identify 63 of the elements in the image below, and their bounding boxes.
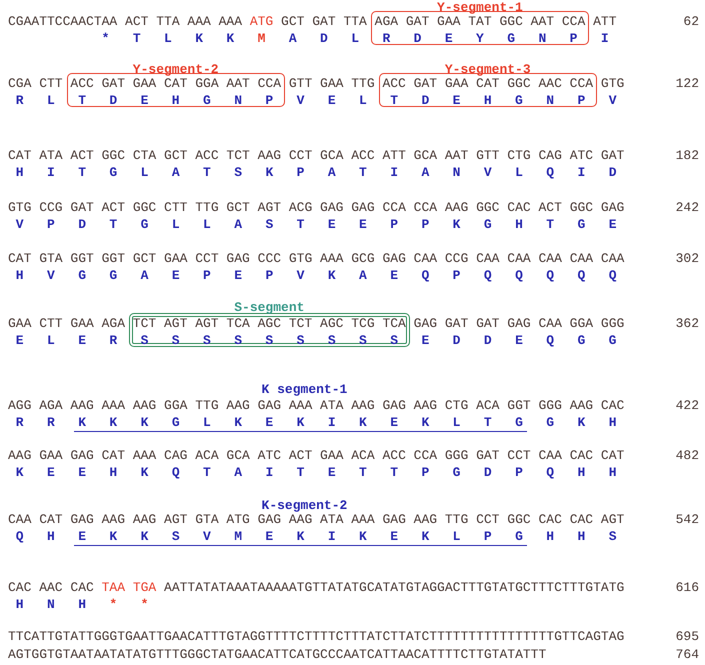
amino-acid-sequence: K K K G L K E K I K E K L T G [78,415,523,430]
codon-sequence: ATT [593,14,616,29]
codon-sequence: AAG GAA GAG CAT AAA CAG ACA GCA ATC ACT GAA ACA ACC CCA GGG GAT CCT CAA CAC CAT [8,448,624,463]
segment-title: K segment-1 [260,382,348,397]
position-number: 542 [676,512,699,527]
position-number: 62 [683,14,699,29]
amino-acid-sequence: R R [16,415,55,430]
amino-acid-sequence: T D E H G N P [390,93,586,108]
amino-acid-sequence: V [608,93,616,108]
codon-sequence: ACC GAT GAA CAT GGC AAC CCA [382,76,594,91]
position-number: 242 [676,200,699,215]
position-number: 695 [676,629,699,644]
segment-title: K-segment-2 [260,498,348,513]
codon-sequence: AGTGGTGTAATAATATATGTTTGGGCTATGAACATTCATGCCCAATCATTAACATTTTCTTGTATATTT [8,647,546,662]
codon-sequence: AGG AGA AAG AAA AAG GGA TTG AAG GAG AAA ATA AAG GAG AAG CTG ACA GGT GGG AAG CAC [8,398,624,413]
amino-acid-sequence: E D D E Q G G [421,333,616,348]
position-number: 482 [676,448,699,463]
amino-acid-sequence: R L [16,93,55,108]
start-or-stop-codon: TAA TGA [102,580,156,595]
codon-sequence: GTG CCG GAT ACT GGC CTT TTG GCT AGT ACG GAG GAG CCA CCA AAG GGC CAC ACT GGC GAG [8,200,624,215]
amino-acid-sequence: V P D T G L L A S T E E P P K G H T G E [16,217,616,232]
amino-acid-sequence: H V G G A E P E P V K A E Q P Q Q Q Q Q [16,268,616,283]
amino-acid-sequence: * T L K K [102,31,234,46]
codon-sequence: CAT GTA GGT GGT GCT GAA CCT GAG CCC GTG AAA GCG GAG CAA CCG CAA CAA CAA CAA CAA [8,251,624,266]
amino-acid-sequence: H I T G L A T S K P A T I A N V L Q I D [16,165,616,180]
codon-sequence: ACC GAT GAA CAT GGA AAT CCA [70,76,282,91]
position-number: 182 [676,148,699,163]
position-number: 302 [676,251,699,266]
codon-sequence: TCT AGT AGT TCA AGC TCT AGC TCG TCA [132,316,406,331]
position-number: 362 [676,316,699,331]
codon-sequence: GTG [600,76,624,91]
stop-or-start-residue: * * [109,597,148,612]
amino-acid-sequence: H N H [16,597,86,612]
amino-acid-sequence: A D L [288,31,360,46]
codon-sequence: GTT GAA TTG [288,76,375,91]
amino-acid-sequence: R D E Y G N P [382,31,578,46]
amino-acid-sequence: I [600,31,609,46]
amino-acid-sequence: E L E R [16,333,118,348]
codon-sequence: GAG GAT GAT GAG CAA GGA GGG [414,316,624,331]
amino-acid-sequence: G K H [546,415,616,430]
position-number: 422 [676,398,699,413]
position-number: 122 [676,76,699,91]
segment-title: S-segment [233,300,306,315]
codon-sequence: CAC AAC CAC [8,580,94,595]
codon-sequence: GAA CTT GAA AGA [8,316,126,331]
amino-acid-sequence: Q H [16,529,55,544]
amino-acid-sequence: K E E H K Q T A I T E T T P G D P Q H H [16,465,616,480]
position-number: 616 [676,580,699,595]
amino-acid-sequence: H H S [546,529,616,544]
codon-sequence: CGA CTT [8,76,63,91]
codon-sequence: AATTATATAAATAAAAATGTTATATGCATATGTAGGACTTTGTATGCTTTCTTTGTATG [164,580,624,595]
position-number: 764 [676,647,699,662]
stop-or-start-residue: M [258,31,266,46]
amino-acid-sequence: V E L [296,93,367,108]
start-or-stop-codon: ATG [250,14,274,29]
codon-sequence: CAA CAT GAG AAG AAG AGT GTA ATG GAG AAG ATA AAA GAG AAG TTG CCT GGC CAC CAC AGT [8,512,624,527]
codon-sequence: GCT GAT TTA [281,14,367,29]
codon-sequence: AGA GAT GAA TAT GGC AAT CCA [374,14,586,29]
amino-acid-sequence: T D E H G N P [78,93,274,108]
codon-sequence: CAT ATA ACT GGC CTA GCT ACC TCT AAG CCT GCA ACC ATT GCA AAT GTT CTG CAG ATC GAT [8,148,624,163]
amino-acid-sequence: E K K S V M E K I K E K L P G [78,529,523,544]
codon-sequence: CGAATTCCAACTAA ACT TTA AAA AAA [8,14,242,29]
codon-sequence: TTCATTGTATTGGGTGAATTGAACATTTGTAGGTTTTCTTTTCTTTATCTTATCTTTTTTTTTTTTTTTTGTTCAGTAG [8,629,624,644]
